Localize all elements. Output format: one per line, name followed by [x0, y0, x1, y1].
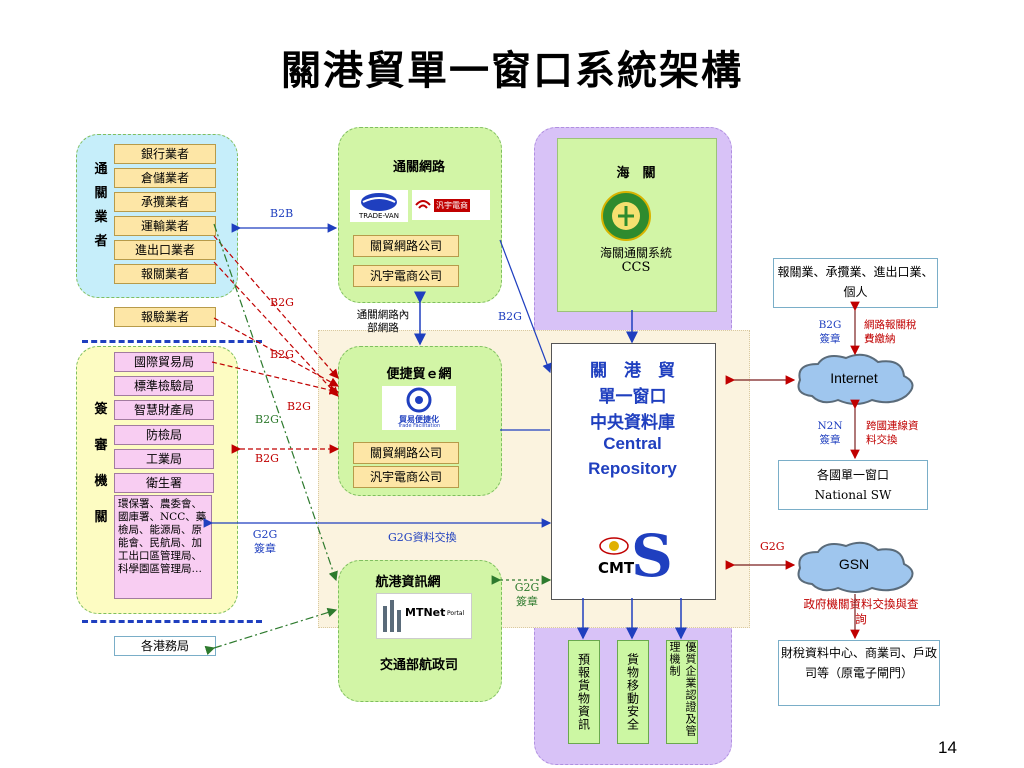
agency-bsmi: 標準檢驗局 [114, 376, 214, 396]
agency-health: 衛生署 [114, 473, 214, 493]
agency-ipo: 智慧財產局 [114, 400, 214, 420]
cmt-logo-label: CMT [598, 559, 635, 577]
industry-broker: 報關業者 [114, 264, 216, 284]
mtnet-logo: MTNet Portal [376, 593, 472, 639]
cargo-movement-security: 貨物移動安全 [617, 640, 649, 744]
label-b2g-3: B2G [270, 348, 294, 361]
trade-facilitation-label: 貿易便捷化 [399, 414, 439, 424]
label-b2g-4: B2G [287, 400, 311, 413]
review-agency-label: 簽審機關 [94, 402, 108, 525]
customs-emblem-icon [601, 191, 651, 241]
tradevan-icon [361, 193, 397, 211]
tradevan-label: TRADE-VAN [359, 212, 399, 220]
fanyu-icon [415, 200, 431, 209]
gsn-note: 政府機關資料交換與查詢 [803, 597, 919, 626]
port-net-panel [338, 560, 502, 702]
prearrival-info: 預報貨物資訊 [568, 640, 600, 744]
label-g2g-sign: G2G 簽章 [252, 528, 278, 555]
port-net-title: 航港資訊網 [375, 575, 441, 590]
agency-quarantine: 防檢局 [114, 425, 214, 445]
separator-line-top [82, 340, 262, 343]
central-line2: 單一窗口 [598, 387, 667, 407]
trade-facilitation-logo: 貿易便捷化 Trade Facilitation [382, 386, 456, 430]
central-line4: Central [603, 434, 662, 453]
page-title: 關港貿單一窗口系統架構 [281, 47, 743, 94]
mtnet-sublabel: Portal [447, 610, 465, 617]
agency-others: 環保署、農委會、國庫署、NCC、藥檢局、能源局、原能會、民航局、加工出口區管理局… [114, 495, 212, 599]
mtnet-label: MTNet [405, 606, 446, 619]
company-tradevan-2: 關貿網路公司 [353, 442, 459, 464]
industry-inspector: 報驗業者 [114, 307, 216, 327]
mtnet-icon [383, 600, 401, 632]
clearance-network-title: 通關網路 [392, 160, 445, 175]
trade-net-title: 便捷貿ｅ網 [386, 367, 452, 382]
company-fanyu-2: 汎宇電商公司 [353, 466, 459, 488]
page-number: 14 [938, 738, 957, 757]
fanyu-logo: 汎宇電商 [412, 190, 490, 220]
label-b2b: B2B [270, 207, 294, 220]
industry-transport: 運輸業者 [114, 216, 216, 236]
svg-text:S: S [631, 522, 673, 584]
n2n-sign-label: N2N 簽章 [817, 420, 843, 446]
b2g-sign-label: B2G 簽章 [818, 319, 842, 345]
finance-box: 財稅資料中心、商業司、戶政司等（原電子閘門） [778, 640, 940, 706]
national-sw-box: 各國單一窗口 National SW [778, 460, 928, 510]
customs-title: 海 關 [616, 166, 656, 181]
separator-line-bottom [82, 620, 262, 623]
aeo-certification: 優質企業認證及管理機制 [666, 640, 698, 744]
internet-label: Internet [830, 370, 878, 386]
clearance-industry-label: 通關業者 [94, 162, 108, 249]
industry-bank: 銀行業者 [114, 144, 216, 164]
label-b2g-6: B2G [255, 452, 279, 465]
central-line5: Repository [588, 459, 677, 478]
label-g2g-sign-2: G2G 簽章 [514, 581, 540, 608]
maritime-agency: 交通部航政司 [379, 658, 458, 673]
net-fee-label: 網路報關稅費繳納 [864, 319, 917, 345]
gsn-label: GSN [838, 556, 870, 572]
customs-ccs: CCS [621, 260, 651, 275]
label-b2g-5: B2G [255, 413, 279, 426]
cmt-logo-icon: S [599, 522, 673, 584]
label-g2g-exchange: G2G資料交換 [388, 531, 457, 544]
industry-forwarder: 承攬業者 [114, 192, 216, 212]
agency-industry: 工業局 [114, 449, 214, 469]
label-b2g-2: B2G [498, 310, 522, 323]
trade-facilitation-sublabel: Trade Facilitation [397, 423, 441, 429]
central-repository [551, 343, 716, 600]
central-line1: 關 港 貿 [590, 361, 675, 381]
users-box: 報關業、承攬業、進出口業、個人 [773, 258, 938, 308]
fanyu-label: 汎宇電商 [434, 198, 470, 212]
cross-border-label: 跨國連線資料交換 [866, 420, 919, 446]
port-authority: 各港務局 [114, 636, 216, 656]
agency-trade-bureau: 國際貿易局 [114, 352, 214, 372]
label-b2g-1: B2G [270, 296, 294, 309]
customs-system: 海關通關系統 [599, 246, 672, 260]
industry-importer: 進出口業者 [114, 240, 216, 260]
company-tradevan-1: 關貿網路公司 [353, 235, 459, 257]
industry-warehouse: 倉儲業者 [114, 168, 216, 188]
central-line3: 中央資料庫 [590, 413, 675, 433]
gsn-cloud-icon [797, 541, 914, 593]
internal-network-label: 通關網路內部網路 [356, 309, 410, 334]
tradevan-logo: TRADE-VAN [350, 190, 408, 222]
g2g-right-label: G2G [760, 540, 785, 553]
company-fanyu-1: 汎宇電商公司 [353, 265, 459, 287]
trade-facilitation-icon [406, 387, 432, 413]
